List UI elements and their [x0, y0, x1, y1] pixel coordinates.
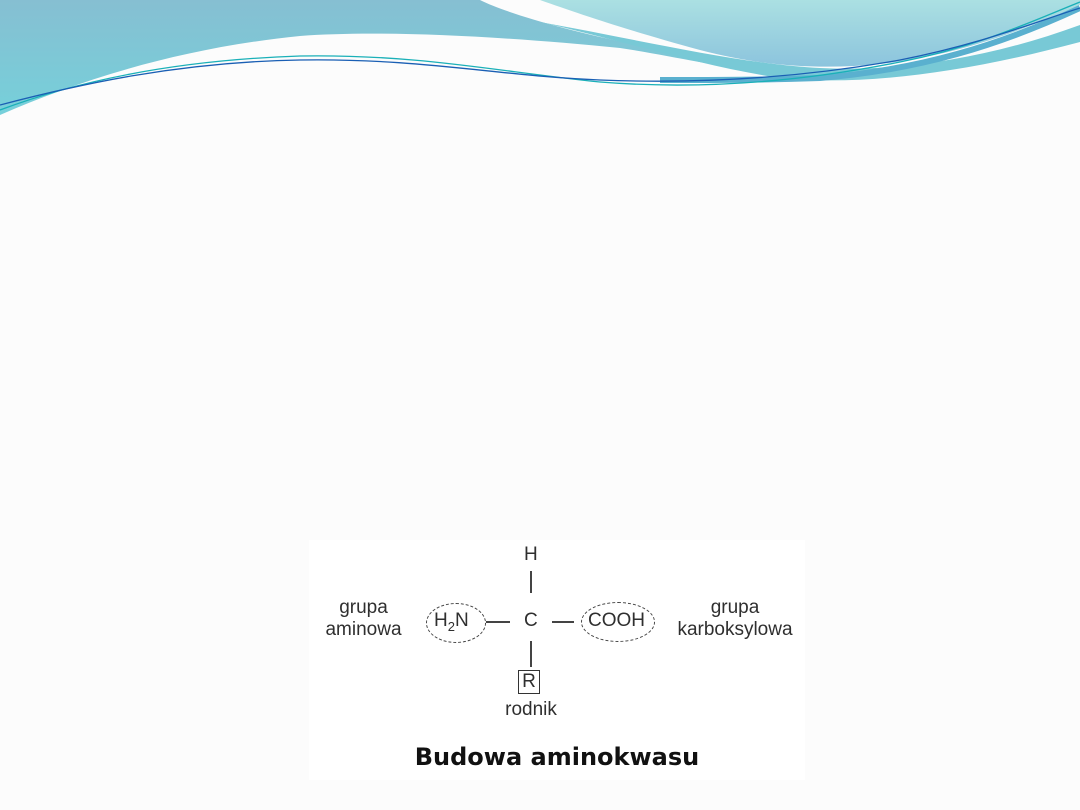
amine-group: H2N	[434, 610, 469, 634]
carboxyl-dashed-ellipse	[581, 602, 655, 642]
carbon-atom: C	[524, 610, 538, 631]
radical-box: R	[518, 670, 540, 694]
bond-c-r	[530, 641, 532, 667]
amine-label-line1: grupa	[339, 597, 388, 618]
hydrogen-atom: H	[524, 544, 538, 565]
carboxyl-label-line1: grupa	[710, 597, 760, 618]
amine-dashed-ellipse	[426, 603, 486, 643]
carboxyl-group: COOH	[588, 610, 645, 631]
carboxyl-label-line2: karboksylowa	[677, 619, 793, 640]
amino-acid-structure-figure: grupa aminowa H2N H C COOH grupa karboks…	[309, 540, 805, 780]
bond-amine-c	[486, 621, 510, 623]
bond-c-cooh	[552, 621, 574, 623]
figure-caption: Budowa aminokwasu	[414, 743, 700, 771]
bond-h-c	[530, 571, 532, 593]
carboxyl-group-label: grupa karboksylowa	[665, 597, 805, 641]
header-wave-decoration	[0, 0, 1080, 115]
amine-group-label: grupa aminowa	[321, 597, 406, 641]
amine-label-line2: aminowa	[325, 619, 402, 640]
radical-label: rodnik	[505, 699, 557, 720]
